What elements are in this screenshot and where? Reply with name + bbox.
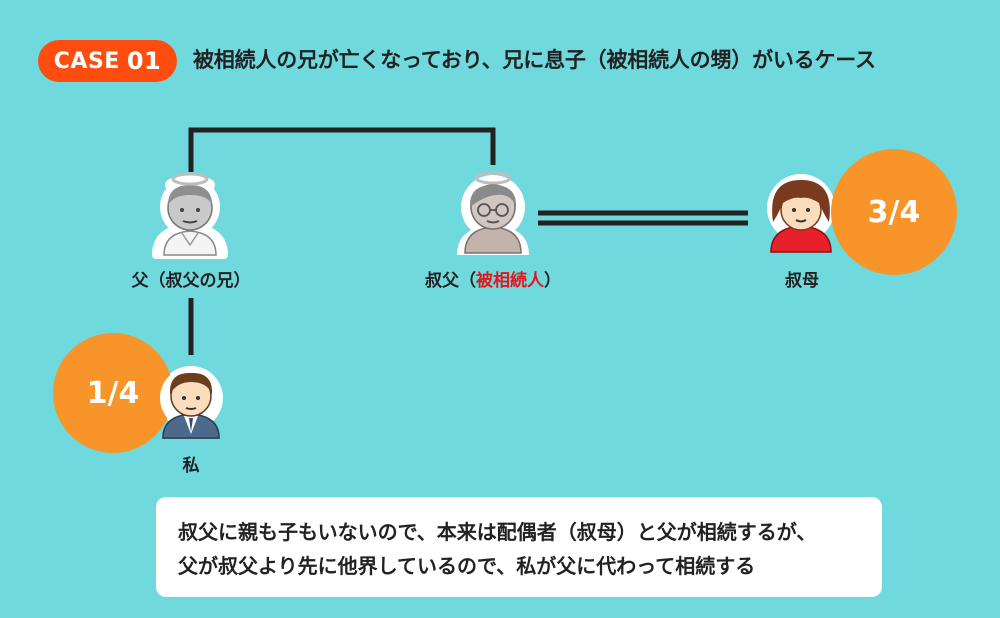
case-label: CASE: [53, 48, 120, 74]
case-badge: CASE 01: [38, 40, 177, 82]
aunt-share-value: 3/4: [867, 194, 921, 230]
father-figure: [152, 172, 228, 259]
explanation-note: 叔父に親も子もいないので、本来は配偶者（叔母）と父が相続するが、 父が叔父より先…: [156, 497, 882, 597]
note-line-1: 叔父に親も子もいないので、本来は配偶者（叔母）と父が相続するが、: [178, 520, 817, 544]
uncle-label-prefix: 叔父（: [425, 271, 476, 291]
uncle-figure: [457, 171, 529, 255]
aunt-share-circle: 3/4: [831, 149, 957, 275]
page-title: 被相続人の兄が亡くなっており、兄に息子（被相続人の甥）がいるケース: [193, 48, 876, 72]
aunt-figure: [767, 174, 835, 253]
me-share-circle: 1/4: [53, 333, 173, 453]
sibling-connector-line: [188, 127, 496, 172]
note-line-2: 父が叔父より先に他界しているので、私が父に代わって相続する: [178, 554, 756, 578]
case-number: 01: [126, 47, 162, 75]
uncle-label-highlight: 被相続人: [476, 271, 544, 291]
me-share-value: 1/4: [86, 375, 140, 411]
uncle-label: 叔父（被相続人）: [425, 266, 561, 291]
aunt-label: 叔母: [785, 271, 819, 291]
me-label: 私: [182, 456, 200, 476]
uncle-label-suffix: ）: [544, 271, 561, 291]
father-label: 父（叔父の兄）: [131, 271, 251, 291]
